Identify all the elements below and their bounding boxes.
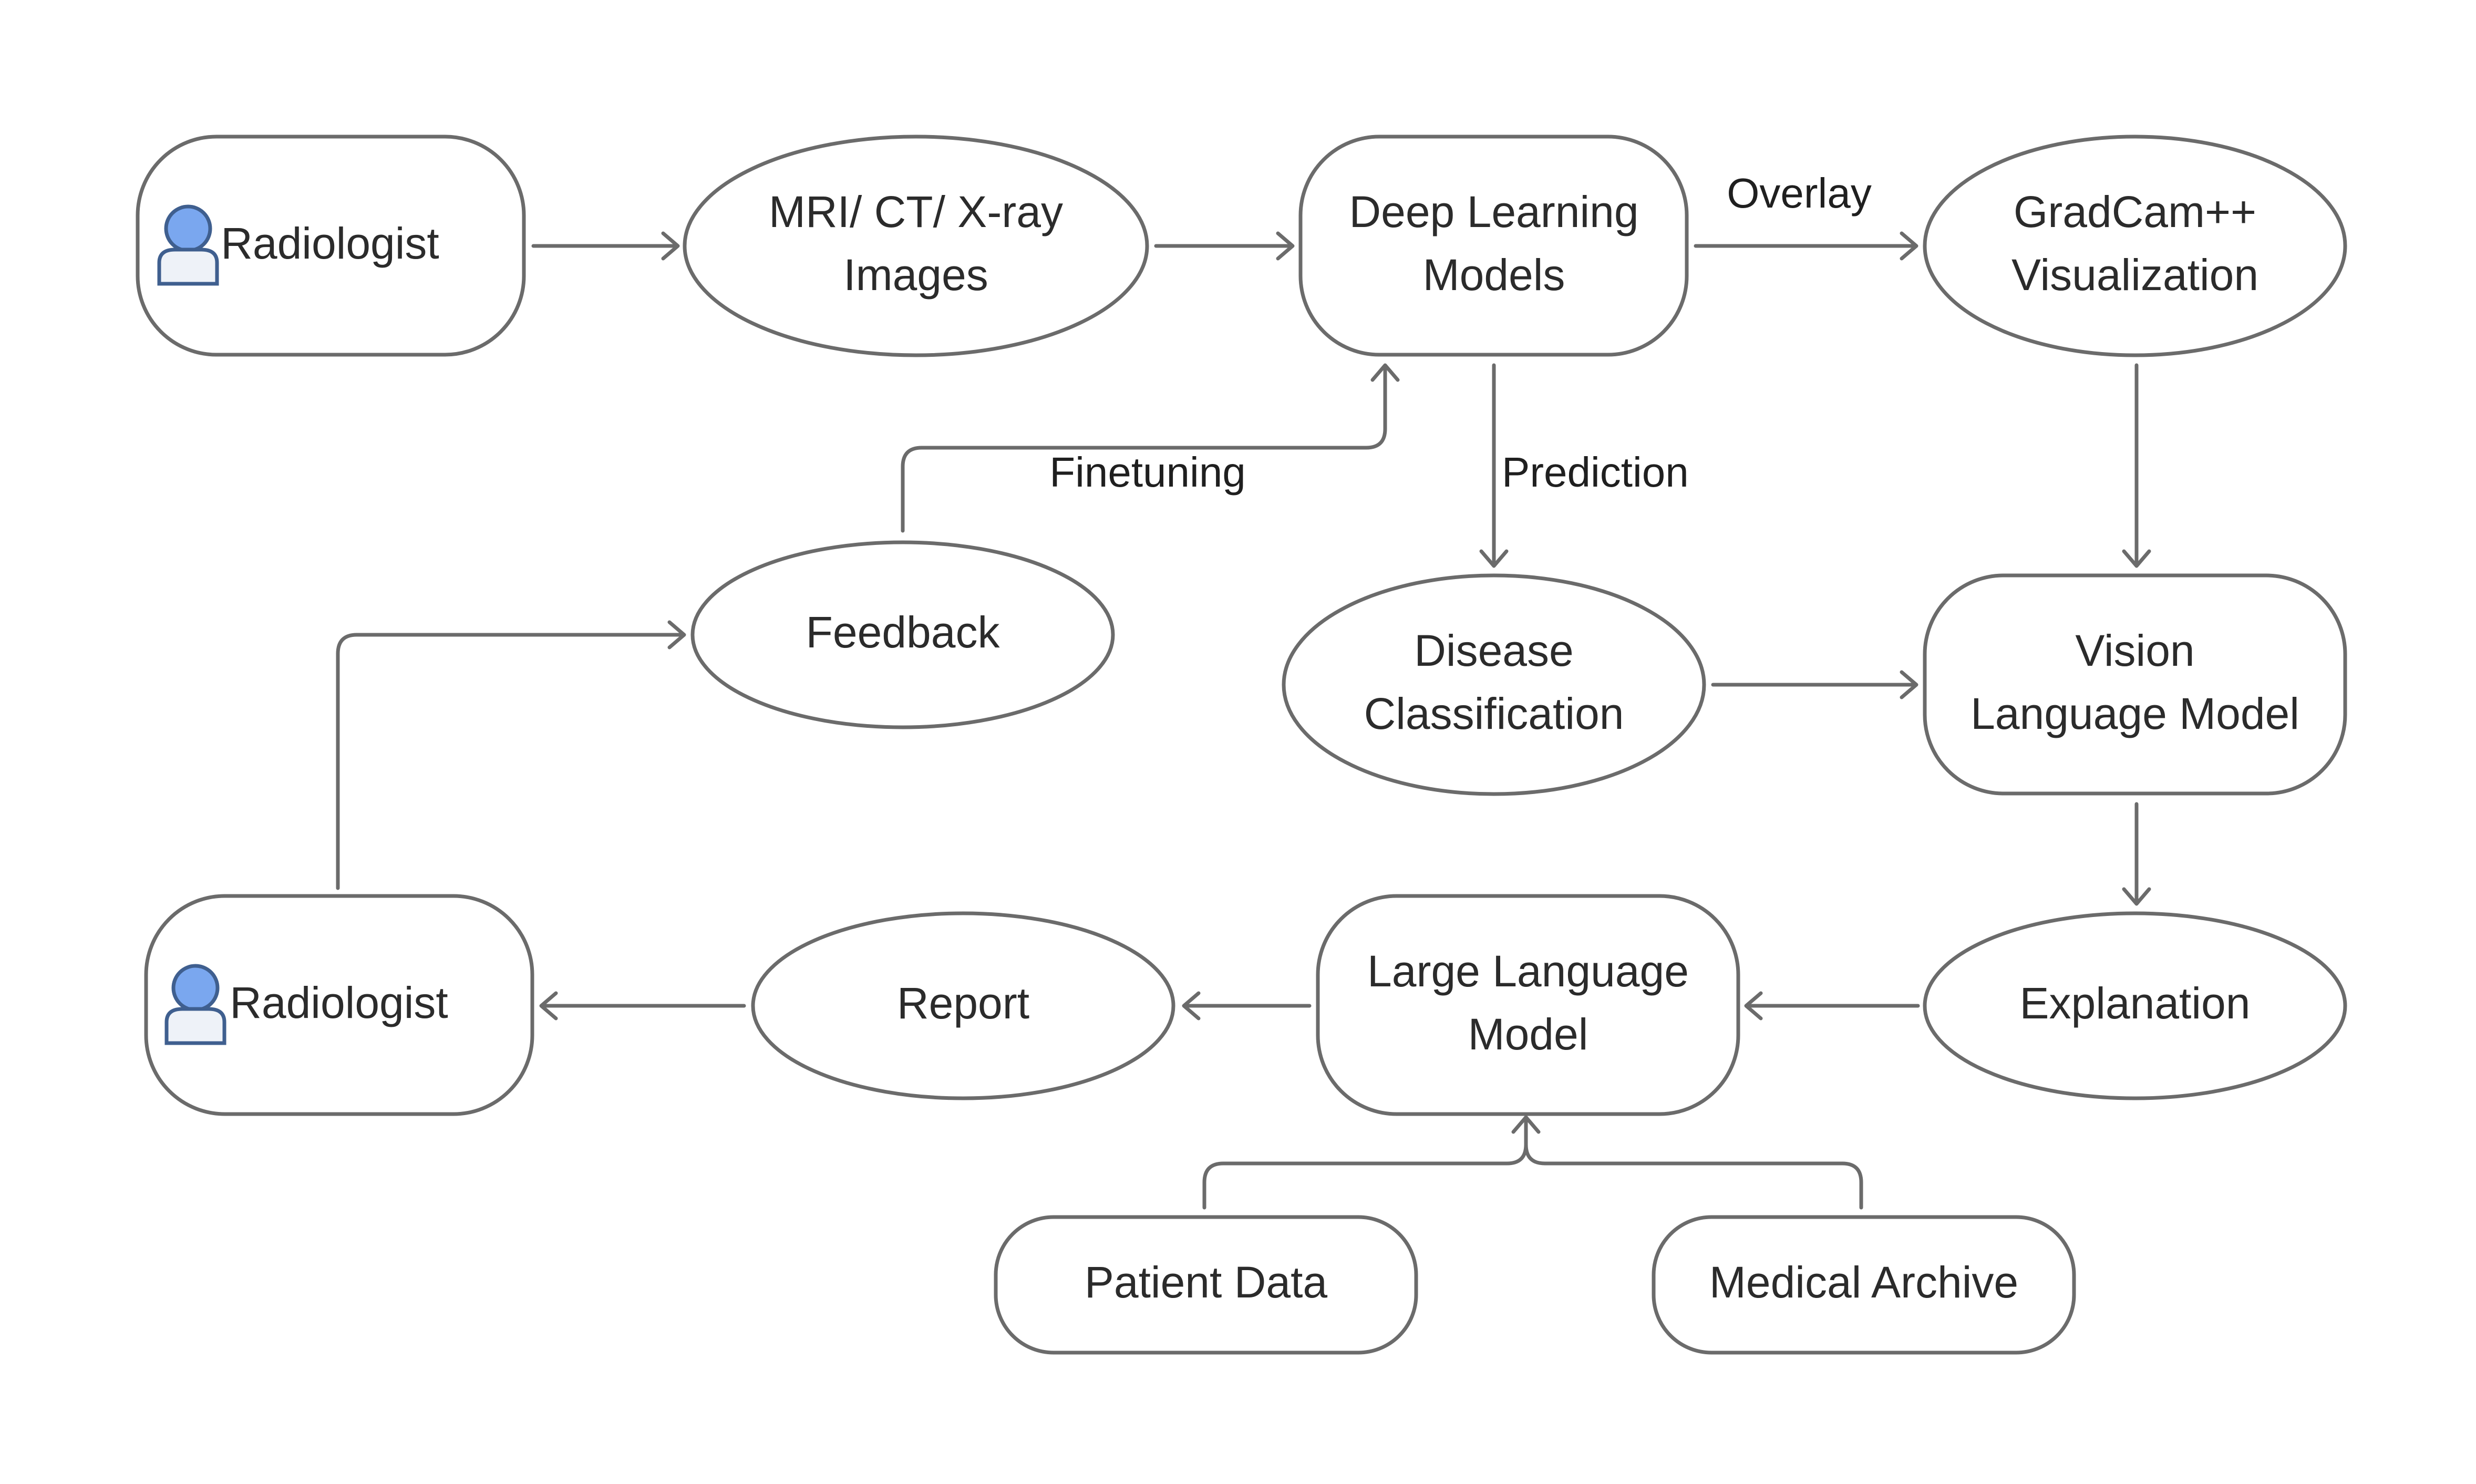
node-label: Medical Archive	[1709, 1258, 2018, 1307]
edge-explanation-to-llm	[1744, 991, 1920, 1021]
node-label: Radiologist	[221, 219, 439, 268]
node-label: Report	[897, 978, 1029, 1028]
edge-radiologist-to-feedback	[336, 620, 686, 890]
node-label-line2: Model	[1468, 1009, 1588, 1059]
node-label-line1: Vision	[2075, 626, 2194, 675]
node-label-line1: GradCam++	[2014, 187, 2256, 236]
node-explanation[interactable]: Explanation	[1923, 911, 2347, 1100]
node-images[interactable]: MRI/ CT/ X-ray Images	[683, 135, 1149, 357]
edges	[336, 231, 2151, 1210]
node-label-line2: Models	[1423, 250, 1565, 300]
edge-disease-to-vlm	[1711, 670, 1918, 699]
edge-labels: Overlay Prediction Finetuning	[1049, 170, 1872, 496]
node-disease-classification[interactable]: Disease Classification	[1282, 573, 1706, 796]
node-label-line1: MRI/ CT/ X-ray	[769, 187, 1063, 236]
edge-label-overlay: Overlay	[1727, 170, 1872, 217]
edge-feedback-to-deep-learning	[901, 363, 1400, 533]
node-label: Radiologist	[230, 978, 448, 1027]
node-label: Explanation	[2020, 978, 2251, 1028]
node-label: Patient Data	[1085, 1258, 1328, 1307]
node-label-line1: Large Language	[1367, 946, 1689, 996]
node-label-line1: Deep Learning	[1349, 187, 1638, 236]
edge-radiologist-to-images	[531, 231, 680, 261]
edge-deep-learning-to-gradcam	[1694, 231, 1918, 261]
edge-label-finetuning: Finetuning	[1049, 449, 1246, 496]
edge-sources-to-llm	[1202, 1115, 1863, 1210]
node-label: Feedback	[806, 607, 1000, 657]
edge-llm-to-report	[1182, 991, 1312, 1021]
node-feedback[interactable]: Feedback	[690, 540, 1115, 729]
edge-deep-learning-to-disease	[1479, 363, 1509, 568]
node-medical-archive[interactable]: Medical Archive	[1652, 1215, 2076, 1355]
node-label-line2: Visualization	[2011, 250, 2258, 300]
node-patient-data[interactable]: Patient Data	[994, 1215, 1418, 1355]
edge-images-to-deep-learning	[1154, 231, 1295, 261]
node-label-line2: Classification	[1364, 689, 1624, 738]
node-gradcam[interactable]: GradCam++ Visualization	[1923, 135, 2347, 357]
edge-label-prediction: Prediction	[1502, 449, 1689, 496]
node-deep-learning[interactable]: Deep Learning Models	[1298, 135, 1689, 357]
edge-vlm-to-explanation	[2122, 802, 2151, 906]
node-label-line2: Language Model	[1971, 689, 2299, 738]
node-label-line1: Disease	[1414, 626, 1573, 675]
node-large-language-model[interactable]: Large Language Model	[1316, 894, 1740, 1116]
node-report[interactable]: Report	[751, 911, 1175, 1100]
edge-gradcam-to-vlm	[2122, 363, 2151, 568]
node-vision-language-model[interactable]: Vision Language Model	[1923, 573, 2347, 796]
node-label-line2: Images	[843, 250, 988, 300]
node-radiologist-top[interactable]: Radiologist	[136, 135, 526, 357]
edge-report-to-radiologist	[539, 991, 746, 1021]
node-radiologist-bottom[interactable]: Radiologist	[144, 894, 534, 1116]
